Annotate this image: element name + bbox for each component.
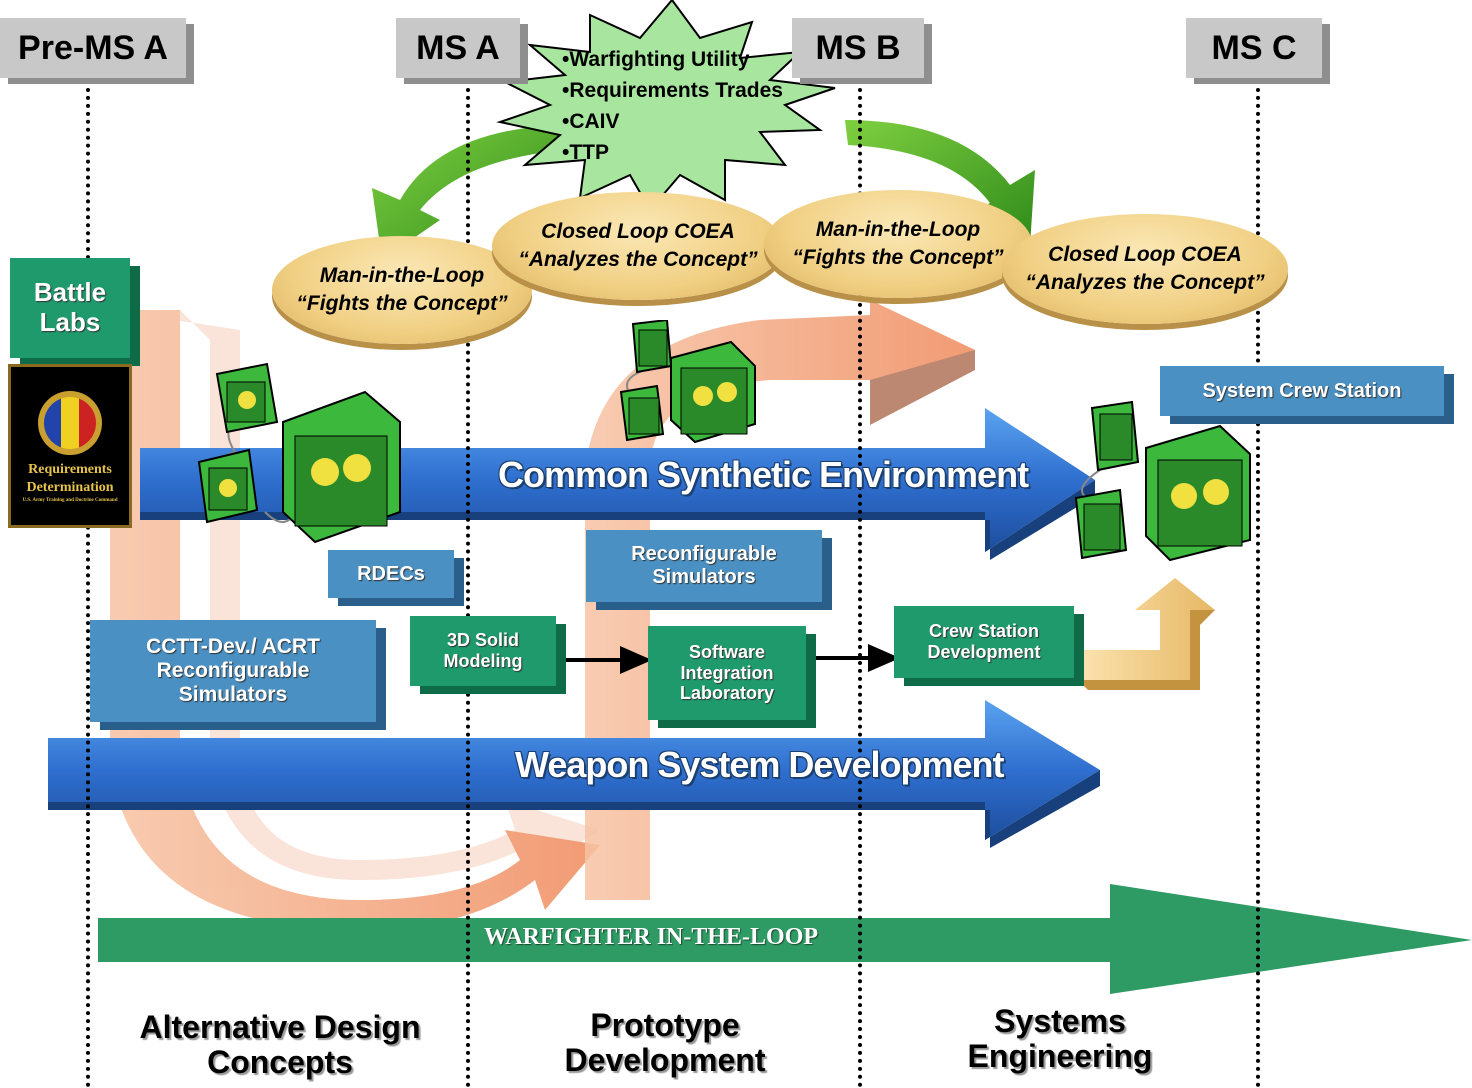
simulator-icon-small-2 (1074, 488, 1128, 560)
reconfigurable-simulators-box: Reconfigurable Simulators (586, 530, 822, 602)
weapon-dev-label: Weapon System Development (515, 744, 1004, 785)
solid-modeling-label: 3D Solid Modeling (443, 630, 523, 671)
software-integration-lab-label: Software Integration Laboratory (679, 641, 775, 704)
simulator-icon-small-1 (631, 320, 673, 374)
simulator-icon-small-2 (197, 448, 259, 524)
battle-labs-label: Battle Labs (33, 277, 107, 337)
simulator-icon-large (1145, 424, 1251, 562)
rdecs-box: RDECs (328, 550, 454, 598)
simulator-cluster-2 (619, 320, 756, 444)
badge-line-2: Determination (26, 480, 114, 495)
common-env-label: Common Synthetic Environment (498, 454, 1029, 495)
milestone-line-ms-b (858, 80, 862, 1088)
phase-systems-engineering: Systems Engineering (940, 1003, 1180, 1075)
badge-line-1: Requirements (28, 462, 112, 477)
ellipse-line: “Analyzes the Concept” (1025, 271, 1265, 294)
weapon-dev-arrow (48, 700, 1100, 848)
simulator-icon-large (282, 390, 401, 544)
starburst-item: •Requirements Trades (562, 79, 783, 102)
ellipse-line: “Fights the Concept” (296, 292, 508, 315)
ellipse-line: Man-in-the-Loop (319, 263, 485, 287)
simulator-cluster-1 (197, 362, 401, 544)
warfighter-label: WARFIGHTER IN-THE-LOOP (484, 924, 819, 950)
cctt-box: CCTT-Dev./ ACRT Reconfigurable Simulator… (90, 620, 376, 722)
ellipse-coea-2: Closed Loop COEA “Analyzes the Concept” (1002, 214, 1288, 324)
milestone-line-ms-a (466, 80, 470, 1088)
ellipse-line: “Analyzes the Concept” (518, 248, 758, 271)
training-command-seal-icon (38, 391, 102, 455)
warfighter-arrow (98, 884, 1472, 994)
simulator-cluster-3 (1074, 400, 1251, 562)
tan-up-arrow (1078, 578, 1215, 690)
phase-prototype-development: Prototype Development (530, 1007, 800, 1079)
badge-caption: U.S. Army Training and Doctrine Command (22, 498, 118, 503)
battle-labs-box: Battle Labs (10, 258, 130, 358)
milestone-line-ms-c (1256, 80, 1260, 1088)
green-curve-left (372, 125, 565, 260)
cctt-label: CCTT-Dev./ ACRT Reconfigurable Simulator… (146, 634, 320, 707)
milestone-pre-ms-a: Pre-MS A (0, 18, 186, 78)
simulator-icon-small-1 (1090, 400, 1140, 472)
requirements-badge: Requirements Determination U.S. Army Tra… (8, 364, 132, 528)
milestone-ms-a: MS A (396, 18, 520, 78)
starburst-item: •Warfighting Utility (562, 48, 750, 71)
phase-label: Prototype Development (564, 1007, 766, 1079)
ellipse-line: Man-in-the-Loop (815, 217, 981, 241)
system-crew-station-box: System Crew Station (1160, 366, 1444, 416)
solid-modeling-box: 3D Solid Modeling (410, 616, 556, 686)
reconfigurable-simulators-label: Reconfigurable Simulators (631, 543, 777, 588)
common-env-arrow (140, 408, 1095, 560)
phase-alternative-design: Alternative Design Concepts (120, 1009, 440, 1081)
simulator-icon-small-2 (619, 384, 665, 442)
milestone-ms-c: MS C (1186, 18, 1322, 78)
crew-station-dev-box: Crew Station Development (894, 606, 1074, 678)
flow-arrow-2 (810, 644, 900, 672)
starburst-text: •Warfighting Utility •Requirements Trade… (562, 44, 783, 168)
ellipse-line: Closed Loop COEA (541, 219, 735, 243)
flow-arrow-1 (562, 646, 652, 674)
software-integration-lab-box: Software Integration Laboratory (648, 626, 806, 720)
crew-station-dev-label: Crew Station Development (927, 621, 1041, 662)
starburst-item: •CAIV (562, 110, 620, 133)
ellipse-line: “Fights the Concept” (792, 246, 1004, 269)
phase-label: Alternative Design Concepts (139, 1009, 421, 1081)
ellipse-line: Closed Loop COEA (1048, 242, 1242, 266)
ellipse-coea-1: Closed Loop COEA “Analyzes the Concept” (492, 192, 784, 300)
ellipse-man-in-loop-2: Man-in-the-Loop “Fights the Concept” (764, 190, 1032, 298)
phase-label: Systems Engineering (967, 1003, 1153, 1075)
salmon-loop-right (585, 300, 975, 900)
simulator-icon-large (670, 340, 756, 444)
ellipse-man-in-loop-1: Man-in-the-Loop “Fights the Concept” (272, 236, 532, 344)
milestone-ms-b: MS B (792, 18, 924, 78)
starburst-item: •TTP (562, 141, 610, 164)
simulator-icon-small-1 (215, 362, 279, 434)
milestone-line-pre-ms-a (86, 80, 90, 1088)
